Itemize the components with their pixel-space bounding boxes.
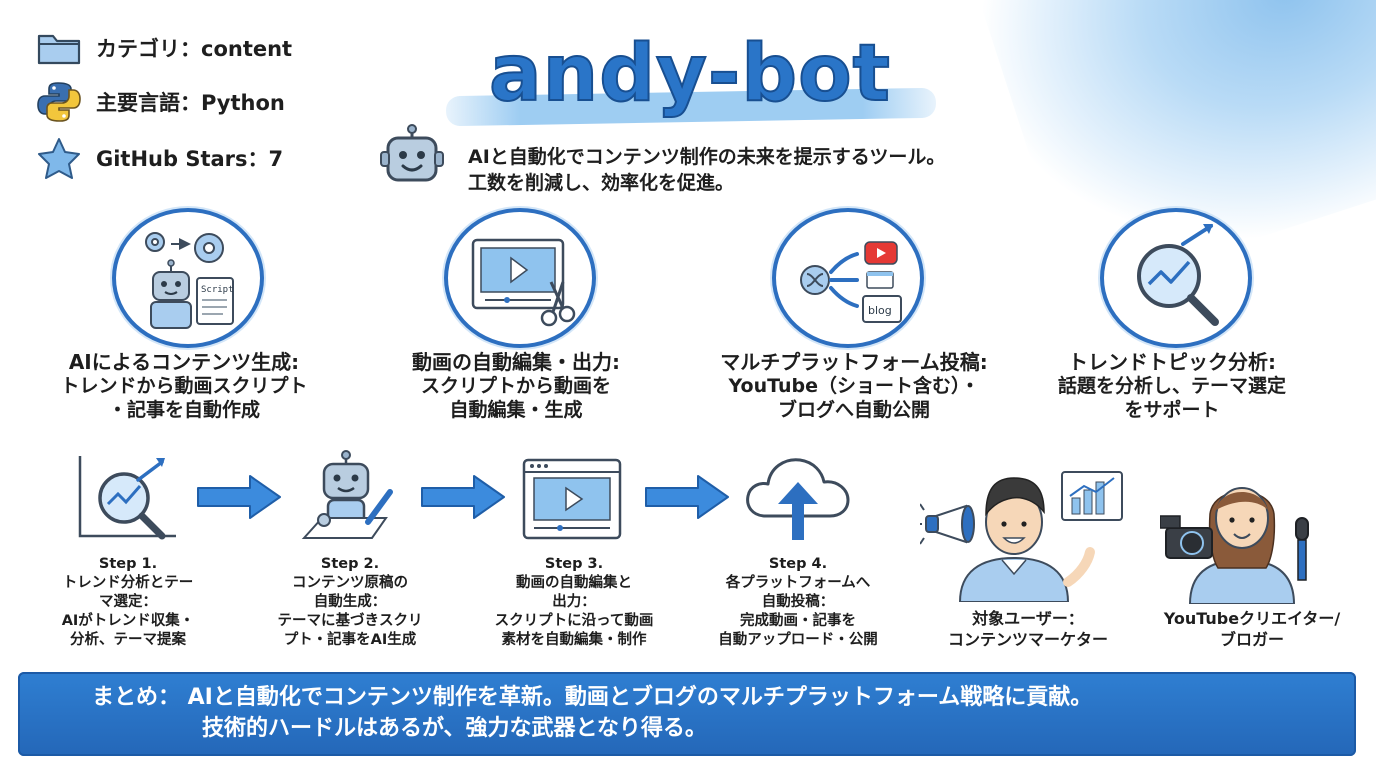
step-line: 分析、テーマ提案	[70, 632, 186, 648]
blog-icon-label: blog	[868, 304, 892, 317]
user-label-line-1: YouTubeクリエイター/	[1163, 609, 1341, 628]
feature-video-edit-icon-circle	[444, 208, 596, 348]
video-window-icon	[522, 458, 622, 540]
folder-icon	[37, 34, 81, 65]
feature-desc-line-1: スクリプトから動画を	[420, 375, 611, 397]
star-icon	[38, 138, 80, 179]
feature-title: 動画の自動編集・出力:	[412, 350, 620, 374]
feature-trend-icon-circle	[1100, 208, 1252, 348]
step-arrow-1	[197, 475, 281, 519]
feature-title: トレンドトピック分析:	[1068, 350, 1276, 374]
user-marketer: 対象ユーザー： コンテンツマーケター	[918, 608, 1138, 650]
feature-multiplatform: マルチプラットフォーム投稿: YouTube（ショート含む）・ ブログへ自動公開	[704, 350, 1004, 422]
step-line: 完成動画・記事を	[740, 613, 856, 629]
trend-magnifier-icon	[1137, 224, 1219, 326]
step-line: 自動アップロード・公開	[718, 632, 878, 648]
stars-label: GitHub Stars：7	[96, 147, 284, 171]
script-icon-label: Script	[201, 285, 234, 295]
step-line: 出力：	[552, 594, 596, 610]
feature-multiplatform-icon-circle: blog	[772, 208, 924, 348]
feature-desc-line-2: をサポート	[1124, 399, 1220, 421]
step-line: スクリプトに沿って動画	[494, 613, 654, 629]
user-label-line-2: コンテンツマーケター	[947, 630, 1108, 649]
robot-gears-script-icon: Script	[145, 232, 234, 329]
step-number: Step 1.	[98, 556, 158, 572]
feature-desc-line-2: ブログへ自動公開	[777, 399, 930, 421]
title-block: andy-bot	[440, 28, 940, 128]
category-label: カテゴリ：content	[96, 37, 293, 61]
step-line: 自動投稿：	[761, 594, 835, 610]
step-4: Step 4. 各プラットフォームへ 自動投稿： 完成動画・記事を 自動アップロ…	[708, 555, 888, 650]
feature-trend: トレンドトピック分析: 話題を分析し、テーマ選定 をサポート	[1037, 350, 1307, 422]
step-line: 動画の自動編集と	[516, 575, 632, 591]
feature-desc-line-1: YouTube（ショート含む）・	[728, 375, 980, 397]
robot-mascot-icon	[380, 124, 444, 182]
feature-desc-line-1: 話題を分析し、テーマ選定	[1057, 375, 1286, 397]
step-line: プト・記事をAI生成	[283, 632, 417, 648]
page-title: andy-bot	[488, 28, 891, 120]
python-icon	[37, 82, 81, 122]
user-label-line-2: ブロガー	[1219, 630, 1284, 649]
feature-ai-content-icon-circle: Script	[112, 208, 264, 348]
meta-stars: GitHub Stars：7	[36, 138, 284, 179]
step-1: Step 1. トレンド分析とテー マ選定： AIがトレンド収集・ 分析、テーマ…	[38, 555, 218, 650]
robot-writing-icon	[301, 450, 393, 539]
step-number: Step 4.	[768, 556, 828, 572]
step-arrow-3	[645, 475, 729, 519]
trend-chart-magnifier-icon	[78, 456, 176, 540]
step-line: マ選定：	[99, 594, 157, 610]
cloud-upload-icon	[746, 458, 850, 540]
summary-line-1: まとめ： AIと自動化でコンテンツ制作を革新。動画とブログのマルチプラットフォー…	[92, 685, 1093, 710]
step-number: Step 3.	[544, 556, 604, 572]
meta-language: 主要言語：Python	[36, 82, 285, 122]
user-creator: YouTubeクリエイター/ ブロガー	[1142, 608, 1362, 650]
step-line: テーマに基づきスクリ	[277, 613, 423, 629]
summary-banner: まとめ： AIと自動化でコンテンツ制作を革新。動画とブログのマルチプラットフォー…	[18, 672, 1356, 756]
feature-title: AIによるコンテンツ生成:	[68, 350, 300, 374]
step-2: Step 2. コンテンツ原稿の 自動生成： テーマに基づきスクリ プト・記事を…	[260, 555, 440, 650]
step-line: 自動生成：	[313, 594, 387, 610]
language-label: 主要言語：Python	[96, 91, 285, 115]
feature-title: マルチプラットフォーム投稿:	[720, 350, 988, 374]
step-line: 素材を自動編集・制作	[501, 632, 647, 648]
tagline-line-1: AIと自動化でコンテンツ制作の未来を提示するツール。	[468, 146, 946, 168]
feature-desc-line-2: ・記事を自動作成	[107, 399, 260, 421]
step-line: AIがトレンド収集・	[61, 613, 195, 629]
video-scissors-icon	[471, 238, 576, 327]
step-line: トレンド分析とテー	[62, 575, 194, 591]
feature-desc-line-2: 自動編集・生成	[449, 399, 583, 421]
share-platforms-icon: blog	[800, 241, 902, 323]
step-line: 各プラットフォームへ	[725, 575, 871, 591]
step-3: Step 3. 動画の自動編集と 出力： スクリプトに沿って動画 素材を自動編集…	[484, 555, 664, 650]
feature-video-edit: 動画の自動編集・出力: スクリプトから動画を 自動編集・生成	[381, 350, 651, 422]
feature-desc-line-1: トレンドから動画スクリプト	[60, 375, 308, 397]
step-number: Step 2.	[320, 556, 380, 572]
marketer-megaphone-icon	[920, 471, 1123, 602]
user-label-line-1: 対象ユーザー：	[972, 609, 1084, 628]
meta-category: カテゴリ：content	[36, 28, 292, 68]
tagline-line-2: 工数を削減し、効率化を促進。	[468, 172, 735, 194]
step-line: コンテンツ原稿の	[292, 575, 408, 591]
tagline: AIと自動化でコンテンツ制作の未来を提示するツール。 工数を削減し、効率化を促進…	[468, 144, 1028, 196]
creator-camera-icon	[1160, 487, 1309, 604]
feature-ai-content: AIによるコンテンツ生成: トレンドから動画スクリプト ・記事を自動作成	[49, 350, 319, 422]
summary-line-2: 技術的ハードルはあるが、強力な武器となり得る。	[202, 716, 707, 741]
step-arrow-2	[421, 475, 505, 519]
